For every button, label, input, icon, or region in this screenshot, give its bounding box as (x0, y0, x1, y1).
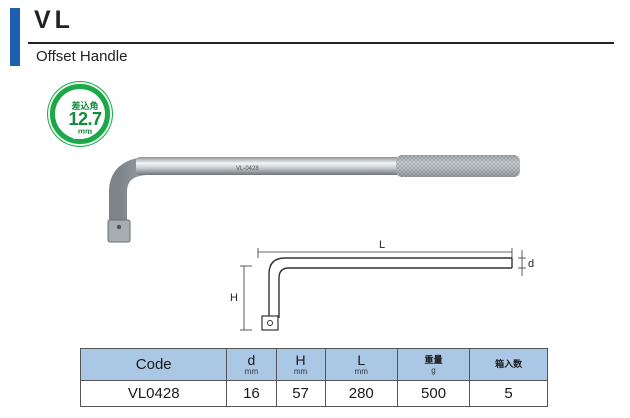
col-header-label: Code (135, 355, 172, 373)
square-drive (107, 219, 131, 243)
table-row: VL0428 16 57 280 500 5 (79, 380, 548, 407)
col-header-unit: mm (354, 367, 368, 376)
page-subtitle: Offset Handle (36, 48, 128, 65)
title-accent-bar (10, 8, 20, 66)
cell-weight: 500 (396, 380, 471, 407)
table-header-row: Code d mm H mm L mm 重量 g 箱入数 (79, 348, 548, 381)
col-header-h: H mm (275, 348, 326, 381)
col-header-d: d mm (226, 348, 277, 381)
badge-label: 差込角 (71, 101, 99, 111)
grip-shine (396, 155, 520, 177)
col-header-label: 重量 (424, 354, 443, 365)
dim-label-diameter: d (528, 258, 534, 270)
page-title: VL (34, 6, 74, 34)
cell-box-qty: 5 (469, 380, 548, 407)
col-header-code: Code (79, 348, 228, 381)
drawing-outline-top (268, 257, 512, 318)
badge-value: 12.7 (68, 109, 102, 129)
col-header-label: d (247, 352, 256, 368)
handle-bend (109, 157, 396, 228)
dimension-drawing: L H d (230, 239, 534, 331)
drawing-square-drive (261, 315, 279, 331)
badge-inch: 1/2" (72, 132, 88, 141)
col-header-unit: mm (293, 367, 308, 376)
handle-shaft (136, 157, 416, 175)
engraving-text: VL-0428 (236, 166, 259, 172)
col-header-label: 箱入数 (495, 359, 523, 369)
col-header-box-qty: 箱入数 (469, 348, 548, 381)
drawing-drive-hole (267, 320, 273, 326)
drive-ball (116, 224, 122, 230)
col-header-unit: mm (244, 367, 259, 376)
col-header-label: L (357, 352, 366, 368)
drawing-outline-bottom (278, 267, 512, 318)
title-divider (28, 42, 614, 44)
product-photo: VL-0428 (107, 155, 520, 243)
cell-h: 57 (275, 380, 326, 407)
drive-size-badge: 差込角 12.7 mm 1/2" (48, 82, 112, 146)
col-header-weight: 重量 g (396, 348, 471, 381)
spec-table: Code d mm H mm L mm 重量 g 箱入数 (79, 348, 548, 407)
cell-d: 16 (226, 380, 277, 407)
badge-inner-circle: 差込角 12.7 mm (55, 89, 105, 139)
col-header-l: L mm (324, 348, 398, 381)
col-header-unit: g (431, 365, 436, 375)
cell-code: VL0428 (79, 380, 228, 407)
badge-unit: mm (77, 127, 93, 136)
dim-label-length: L (379, 239, 385, 251)
col-header-label: H (295, 352, 306, 368)
cell-l: 280 (324, 380, 398, 407)
dim-label-height: H (230, 292, 238, 304)
